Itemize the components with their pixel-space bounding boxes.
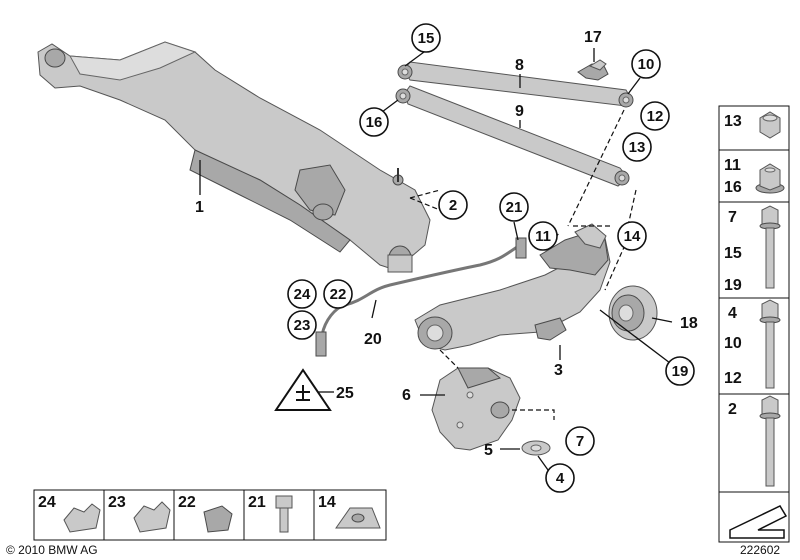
leader-lines: [199, 48, 673, 471]
callout-16: 16: [366, 114, 383, 131]
wheel-carrier-illustration: [414, 223, 611, 351]
callout-9: 9: [515, 103, 524, 120]
strip-label-24: 24: [38, 494, 56, 511]
fastener-sidebar: 13 11 16 7 15 19 4 10 12 2: [718, 105, 790, 543]
callout-14: 14: [624, 228, 641, 245]
callout-20: 20: [364, 331, 382, 348]
strip-label-14: 14: [318, 494, 336, 511]
callout-3: 3: [554, 362, 563, 379]
sidebar-label-11: 11: [724, 157, 741, 174]
strip-label-22: 22: [178, 494, 196, 511]
callout-23: 23: [294, 317, 311, 334]
wheel-hub-illustration: [608, 285, 658, 341]
sidebar-label-15: 15: [724, 245, 742, 262]
strip-label-21: 21: [248, 494, 266, 511]
callout-labels: 1 8 9 17 3 18 20 25 6 5: [195, 29, 698, 459]
sensor-harness-illustration: [315, 237, 527, 357]
callout-6: 6: [402, 387, 411, 404]
callout-7: 7: [576, 433, 584, 450]
callout-18: 18: [680, 315, 698, 332]
bracket-6-illustration: [431, 367, 521, 451]
callout-4: 4: [556, 470, 565, 487]
callout-21: 21: [506, 199, 523, 216]
callout-5: 5: [484, 442, 493, 459]
callout-24: 24: [294, 286, 311, 303]
sidebar-label-16: 16: [724, 179, 742, 196]
callout-8: 8: [515, 57, 524, 74]
callout-17: 17: [584, 29, 602, 46]
axle-carrier-illustration: [37, 41, 431, 273]
sidebar-label-13: 13: [724, 113, 742, 130]
callout-22: 22: [330, 286, 347, 303]
sidebar-label-19: 19: [724, 277, 742, 294]
sidebar-label-7: 7: [728, 209, 737, 226]
strip-label-23: 23: [108, 494, 126, 511]
callout-11: 11: [535, 228, 551, 245]
callout-10: 10: [638, 56, 655, 73]
callout-15: 15: [418, 30, 435, 47]
callout-25: 25: [336, 385, 354, 402]
washer-illustration: [521, 440, 551, 456]
esd-warning-icon: [274, 368, 332, 411]
control-arms-illustration: [395, 61, 634, 187]
clip-strip: 24 23 22 21 14: [33, 489, 387, 541]
clip-17-illustration: [577, 59, 609, 81]
sidebar-label-2: 2: [728, 401, 737, 418]
callout-2: 2: [449, 197, 457, 214]
callout-19: 19: [672, 363, 689, 380]
callout-circles: 2 15 16 10 12 13 21 11 14 24 22 23 19 7 …: [287, 23, 695, 493]
sidebar-label-4: 4: [728, 305, 737, 322]
sidebar-label-12: 12: [724, 370, 742, 387]
callout-1: 1: [195, 199, 204, 216]
diagram-number: 222602: [740, 543, 780, 557]
callout-12: 12: [647, 108, 664, 125]
copyright-text: © 2010 BMW AG: [6, 543, 98, 557]
sidebar-label-10: 10: [724, 335, 742, 352]
callout-13: 13: [629, 139, 646, 156]
